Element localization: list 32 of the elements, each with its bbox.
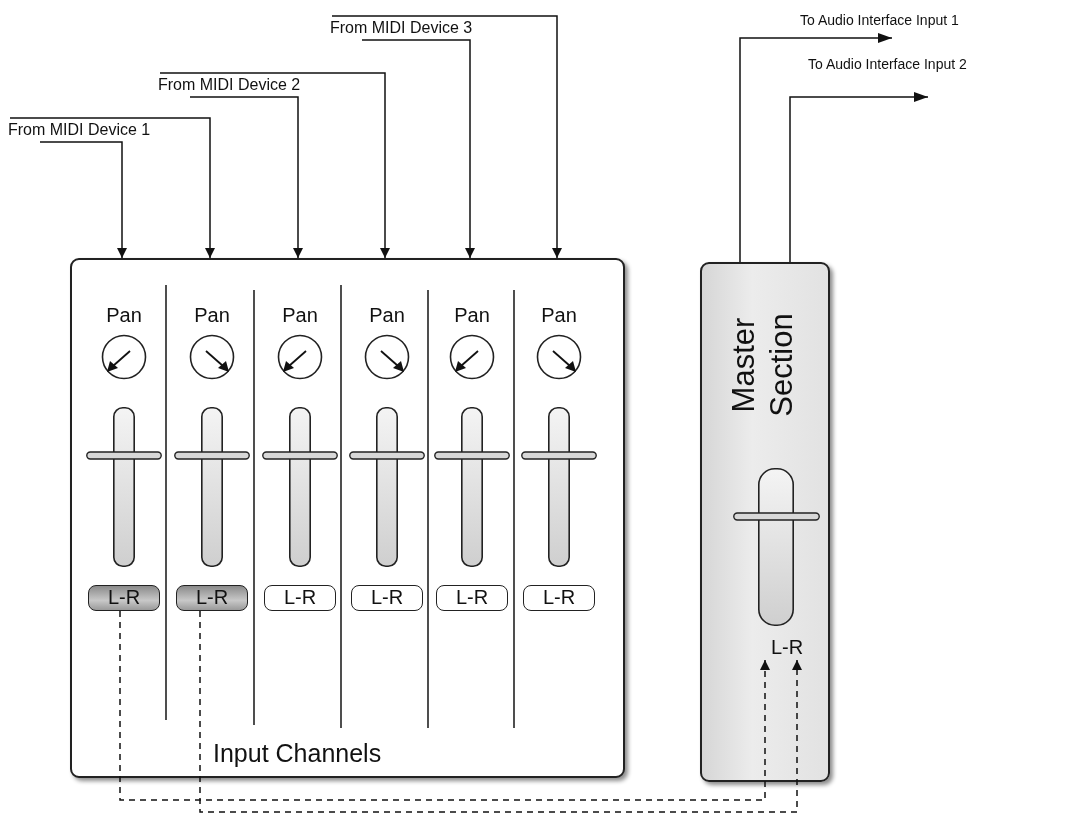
arrow	[39, 141, 127, 259]
edge-label: To Audio Interface Input 1	[800, 12, 959, 29]
source-label: From MIDI Device 1	[8, 118, 160, 142]
pan-label: Pan	[453, 303, 491, 327]
arrow	[789, 92, 929, 263]
panel-title: Input Channels	[213, 738, 382, 768]
source-label: From MIDI Device 3	[330, 16, 482, 40]
routing-button: L-R	[264, 585, 336, 611]
dashed-arrow	[119, 610, 770, 801]
arrow	[331, 15, 562, 259]
pan-label: Pan	[105, 303, 143, 327]
pan-label: Pan	[368, 303, 406, 327]
arrow	[159, 72, 390, 259]
edge-label: To Audio Interface Input 2	[808, 56, 967, 73]
arrow	[189, 96, 303, 259]
arrow	[739, 33, 893, 263]
pan-label: Pan	[281, 303, 319, 327]
arrow	[9, 117, 215, 259]
master-section-panel	[700, 262, 830, 782]
master-title: Master Section	[725, 312, 800, 419]
input-channels-panel	[70, 258, 625, 778]
arrow	[361, 39, 475, 259]
dashed-arrow	[199, 610, 802, 813]
routing-button: L-R	[523, 585, 595, 611]
pan-label: Pan	[540, 303, 578, 327]
routing-button: L-R	[436, 585, 508, 611]
routing-button: L-R	[88, 585, 160, 611]
output-label: L-R	[747, 634, 827, 660]
pan-label: Pan	[193, 303, 231, 327]
routing-button: L-R	[351, 585, 423, 611]
routing-button: L-R	[176, 585, 248, 611]
source-label: From MIDI Device 2	[158, 73, 310, 97]
